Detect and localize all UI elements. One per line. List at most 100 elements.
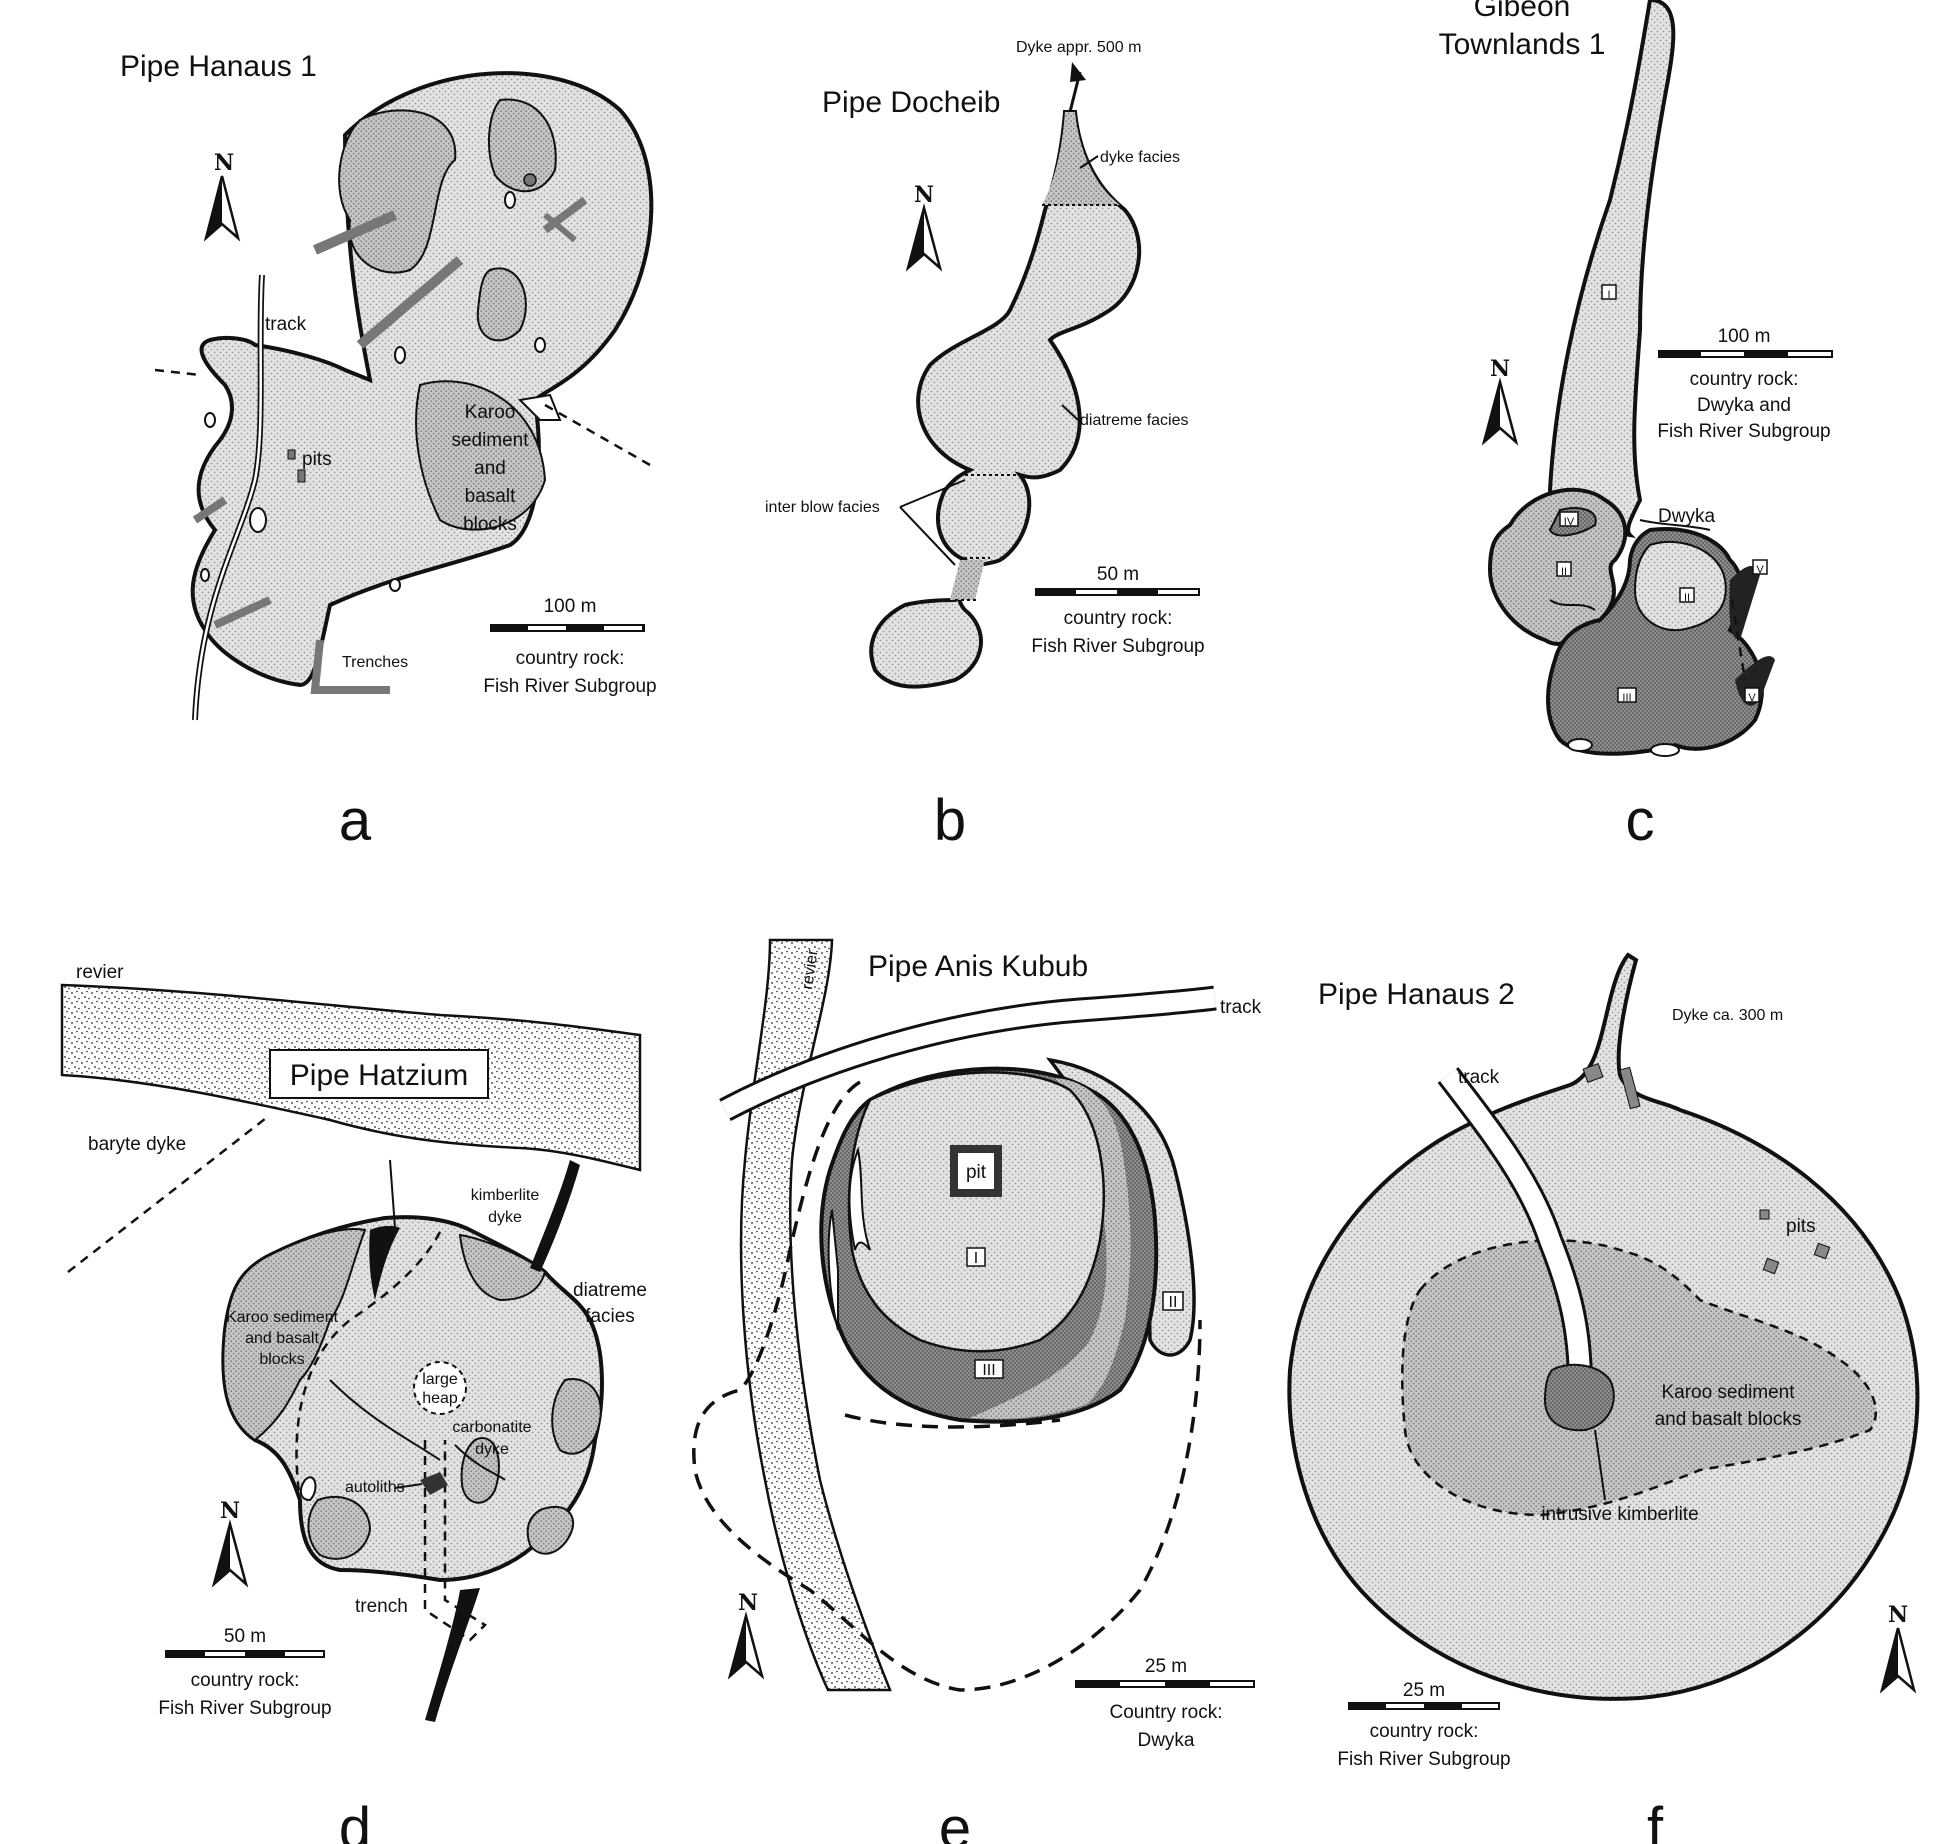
pipe-docheib-outline	[869, 110, 1142, 689]
panel-d-title: Pipe Hatzium	[290, 1059, 468, 1092]
svg-text:50 m: 50 m	[1097, 564, 1139, 585]
svg-text:carbonatite: carbonatite	[452, 1419, 531, 1436]
panel-f-pits-label: pits	[1786, 1216, 1816, 1237]
panel-d-large-heap-2: heap	[422, 1390, 458, 1407]
svg-text:diatreme: diatreme	[573, 1280, 647, 1301]
panel-f-karoo-1: Karoo sediment	[1661, 1382, 1795, 1403]
panel-c-dwyka-label: Dwyka	[1658, 506, 1715, 527]
panel-f-dyke-note: Dyke ca. 300 m	[1672, 1007, 1783, 1024]
panel-f-track-label: track	[1458, 1067, 1500, 1088]
svg-text:country rock:: country rock:	[1370, 1721, 1479, 1742]
panel-e-revier-label: revier	[799, 948, 821, 991]
svg-text:and: and	[474, 458, 506, 479]
svg-text:100 m: 100 m	[544, 596, 597, 617]
svg-text:and basalt: and basalt	[245, 1330, 319, 1347]
panel-e-scale-bar: 25 m	[1075, 1656, 1255, 1688]
panel-d: revier Pipe Hatzium baryte dyke large he…	[60, 962, 647, 1844]
panel-b-north-arrow: N	[905, 182, 943, 272]
north-arrow-icon: N	[914, 182, 934, 208]
panel-b-scale-bar: 50 m	[1035, 564, 1200, 596]
panel-d-revier-label: revier	[76, 962, 124, 983]
svg-text:III: III	[1622, 692, 1631, 704]
panel-e-unit-labels: I II III	[966, 1247, 1184, 1379]
panel-a: Pipe Hanaus 1 N	[120, 50, 657, 853]
panel-d-large-heap-1: large	[422, 1371, 458, 1388]
panel-a-scale-bar: 100 m	[490, 596, 645, 632]
north-arrow-icon: N	[220, 1498, 240, 1524]
panel-d-baryte-label: baryte dyke	[88, 1134, 186, 1155]
svg-text:Fish River Subgroup: Fish River Subgroup	[1657, 421, 1830, 442]
svg-text:100 m: 100 m	[1718, 326, 1771, 347]
svg-text:Dwyka and: Dwyka and	[1697, 395, 1791, 416]
panel-a-track-label: track	[265, 314, 307, 335]
svg-text:II: II	[1684, 592, 1690, 604]
panel-e-pit-label: pit	[966, 1162, 987, 1183]
svg-text:kimberlite: kimberlite	[471, 1187, 540, 1204]
panel-e-north-arrow: N	[727, 1590, 765, 1680]
pipe-hanaus1-outline	[190, 71, 654, 688]
north-arrow-icon: N	[1888, 1602, 1908, 1628]
svg-text:country rock:: country rock:	[1064, 608, 1173, 629]
svg-text:sediment: sediment	[451, 430, 529, 451]
svg-text:IV: IV	[1564, 516, 1575, 528]
svg-text:I: I	[974, 1250, 978, 1267]
panel-c: Gibeon Townlands 1 I II II III IV V V N	[1439, 0, 1833, 853]
panel-f-scale-bar: 25 m	[1348, 1680, 1500, 1710]
panel-b-title: Pipe Docheib	[822, 86, 1000, 119]
panel-e-revier	[739, 938, 892, 1692]
panel-e: Pipe Anis Kubub revier track pit I II II…	[692, 938, 1262, 1844]
panel-f: Pipe Hanaus 2 Dyke ca. 300 m track intru…	[1287, 952, 1920, 1844]
panel-e-track-label: track	[1220, 997, 1262, 1018]
panel-a-pits-label: pits	[302, 449, 332, 470]
svg-text:dyke: dyke	[488, 1209, 522, 1226]
svg-text:facies: facies	[585, 1306, 635, 1327]
north-arrow-icon: N	[738, 1590, 758, 1616]
svg-text:blocks: blocks	[463, 514, 517, 535]
panel-e-title: Pipe Anis Kubub	[868, 950, 1088, 983]
svg-text:basalt: basalt	[465, 486, 516, 507]
svg-text:II: II	[1561, 566, 1567, 578]
panel-d-letter: d	[339, 1796, 371, 1844]
panel-b-inter-blow: inter blow facies	[765, 499, 880, 516]
panel-b-dyke-note: Dyke appr. 500 m	[1016, 39, 1141, 56]
svg-text:country rock:: country rock:	[1690, 369, 1799, 390]
svg-text:autoliths: autoliths	[345, 1479, 405, 1496]
svg-text:Country rock:: Country rock:	[1110, 1702, 1223, 1723]
panel-f-north-arrow: N	[1879, 1602, 1917, 1694]
svg-text:V: V	[1756, 564, 1764, 576]
svg-text:Fish River Subgroup: Fish River Subgroup	[158, 1698, 331, 1719]
panel-b-letter: b	[934, 788, 966, 853]
svg-text:Fish River Subgroup: Fish River Subgroup	[1031, 636, 1204, 657]
panel-a-north-arrow: N	[203, 150, 241, 242]
panel-c-title-1: Gibeon	[1474, 0, 1571, 23]
panel-d-country-rock: country rock: Fish River Subgroup	[158, 1670, 331, 1719]
svg-text:blocks: blocks	[259, 1351, 304, 1368]
north-arrow-icon: N	[1490, 356, 1510, 382]
svg-text:II: II	[1169, 1294, 1178, 1311]
panel-f-letter: f	[1647, 1796, 1664, 1844]
panel-b-diatreme-facies: diatreme facies	[1080, 412, 1189, 429]
svg-text:country rock:: country rock:	[516, 648, 625, 669]
panel-f-title: Pipe Hanaus 2	[1318, 978, 1515, 1011]
panel-c-north-arrow: N	[1481, 356, 1519, 446]
svg-text:Karoo: Karoo	[465, 402, 516, 423]
svg-text:Fish River Subgroup: Fish River Subgroup	[1337, 1749, 1510, 1770]
panel-d-labels: kimberlite dyke diatreme facies Karoo se…	[226, 1187, 647, 1617]
svg-text:25 m: 25 m	[1403, 1680, 1445, 1701]
svg-text:trench: trench	[355, 1596, 408, 1617]
svg-text:dyke: dyke	[475, 1441, 509, 1458]
svg-text:50 m: 50 m	[224, 1626, 266, 1647]
panel-c-scale-bar: 100 m	[1658, 326, 1833, 358]
panel-e-country-rock: Country rock: Dwyka	[1110, 1702, 1223, 1751]
svg-text:Dwyka: Dwyka	[1137, 1730, 1194, 1751]
panel-c-letter: c	[1626, 788, 1655, 853]
panel-e-letter: e	[939, 1796, 971, 1844]
panel-f-intrusive-label: intrusive kimberlite	[1541, 1504, 1698, 1525]
panel-a-trenches-label: Trenches	[342, 654, 408, 671]
svg-text:I: I	[1607, 289, 1610, 301]
north-arrow-icon: N	[214, 150, 234, 176]
panel-a-letter: a	[339, 788, 372, 853]
panel-c-title-2: Townlands 1	[1439, 28, 1606, 61]
panel-b: Pipe Docheib Dyke appr. 500 m N dyke fac…	[765, 39, 1205, 853]
